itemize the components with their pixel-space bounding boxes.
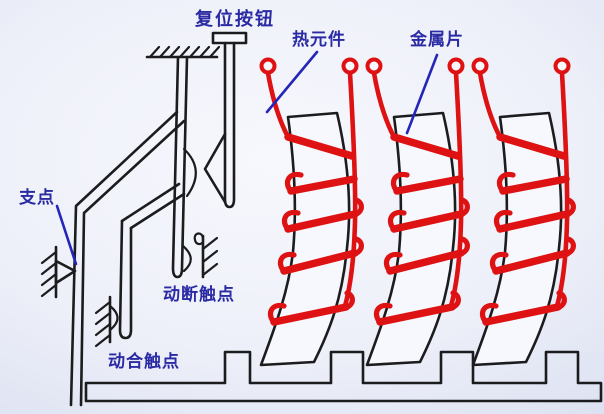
- base-plate: [84, 350, 603, 403]
- latch-rod: [171, 55, 197, 279]
- no-contact-symbol: [94, 295, 119, 348]
- heater-unit-1: [261, 60, 361, 366]
- leader-line-heat-element: [265, 50, 319, 114]
- label-no-contact: 动合触点: [108, 351, 180, 372]
- heater-unit-3: [473, 60, 573, 366]
- latch-spring: [182, 147, 197, 198]
- reset-button-cap: [211, 31, 248, 45]
- latch-wedge: [203, 132, 227, 204]
- fulcrum-symbol: [40, 245, 77, 299]
- ceiling-support: [145, 45, 221, 59]
- nc-contact-symbol: [181, 232, 219, 279]
- label-metal-strip: 金属片: [409, 29, 464, 50]
- label-nc-contact: 动断触点: [163, 284, 235, 305]
- no-contact-rod: [118, 219, 133, 340]
- leader-line-metal-strip: [405, 53, 439, 135]
- label-reset-button: 复位按钮: [194, 8, 275, 30]
- reset-button: [203, 31, 248, 209]
- main-lever: [69, 110, 186, 407]
- leader-line-fulcrum: [55, 204, 78, 266]
- label-heat-element: 热元件: [292, 29, 346, 50]
- label-fulcrum: 支点: [19, 187, 55, 208]
- reset-button-stem: [223, 41, 236, 209]
